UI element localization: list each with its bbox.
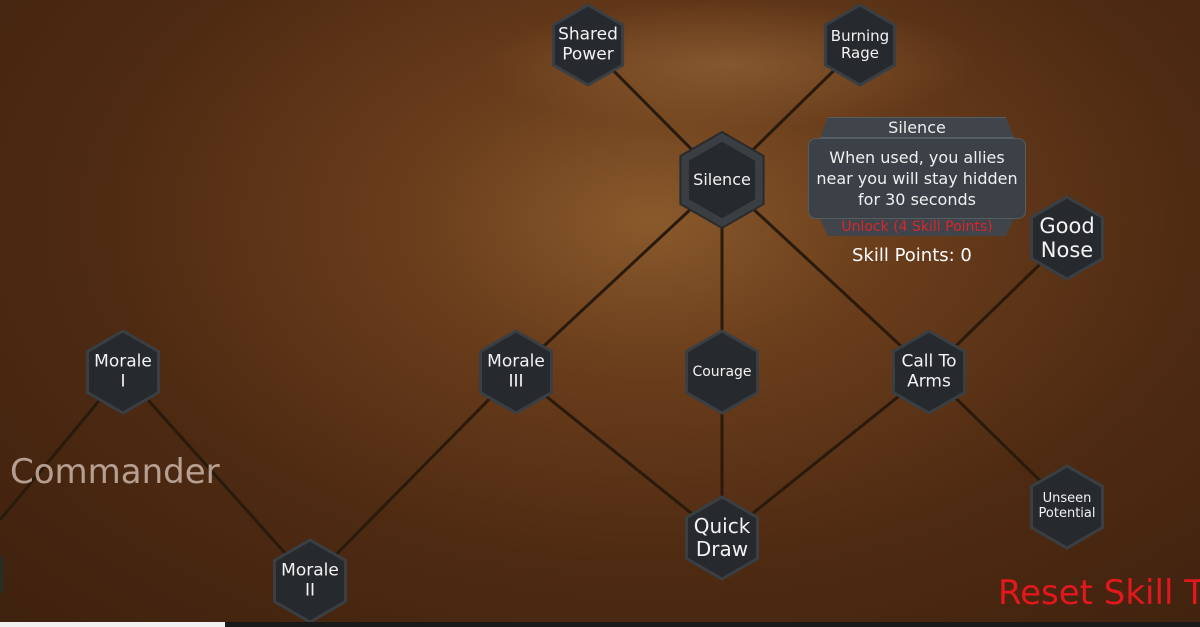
skill-node-good-nose[interactable]: [1030, 195, 1104, 281]
skill-tooltip: Silence When used, you allies near you w…: [808, 117, 1026, 236]
unlock-button[interactable]: Unlock (4 Skill Points): [820, 219, 1014, 236]
skill-node-morale-3[interactable]: [479, 329, 553, 415]
skill-link: [308, 370, 518, 583]
skill-link: [721, 370, 930, 540]
tooltip-title: Silence: [820, 117, 1014, 138]
skill-link: [121, 370, 312, 583]
skill-node-burning-rage[interactable]: [823, 3, 897, 87]
side-icon: [0, 557, 4, 593]
skill-node-quick-draw[interactable]: [685, 495, 759, 581]
tooltip-description: When used, you allies near you will stay…: [808, 138, 1026, 219]
skill-node-morale-1[interactable]: [86, 329, 160, 415]
skill-link: [720, 178, 931, 374]
skill-node-call-to-arms[interactable]: [892, 329, 966, 415]
tree-title: Commander: [10, 452, 220, 492]
skill-link: [514, 178, 724, 374]
skill-node-unseen-potential[interactable]: [1030, 464, 1104, 550]
bottom-bar-fill: [0, 622, 225, 627]
skill-link: [515, 370, 723, 540]
skill-points-counter: Skill Points: 0: [852, 245, 972, 266]
skill-node-shared-power[interactable]: [551, 3, 625, 87]
skill-node-silence[interactable]: [679, 130, 765, 230]
reset-skill-tree-button[interactable]: Reset Skill T: [998, 573, 1200, 613]
bottom-bar: [0, 622, 1200, 627]
skill-node-courage[interactable]: [685, 329, 759, 415]
